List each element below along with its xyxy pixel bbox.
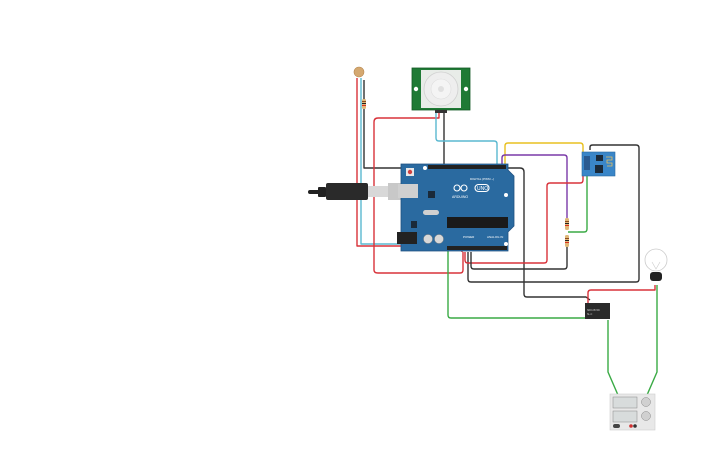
photoresistor-head bbox=[353, 66, 365, 78]
power-jack bbox=[397, 232, 417, 244]
psu-display-1 bbox=[612, 396, 638, 409]
wire-relay-red[interactable] bbox=[587, 285, 656, 303]
wire-pir-cyan[interactable] bbox=[435, 112, 498, 168]
power-supply[interactable] bbox=[609, 393, 656, 431]
arduino-analog-label: ANALOG IN bbox=[487, 235, 503, 239]
wire-esp-green[interactable] bbox=[568, 170, 588, 233]
esp-antenna bbox=[606, 156, 613, 167]
psu-switch[interactable] bbox=[613, 424, 620, 428]
photoresistor[interactable] bbox=[353, 66, 365, 78]
relay-label-1: SRD-05VDC bbox=[587, 310, 600, 312]
usb-port bbox=[398, 184, 418, 198]
usb-cable[interactable] bbox=[308, 183, 402, 200]
bulb-glass bbox=[644, 248, 668, 272]
psu-terminal-neg[interactable] bbox=[633, 424, 637, 428]
wire-purple[interactable] bbox=[501, 154, 568, 218]
arduino-uno[interactable]: ARDUINO UNO POWER ANALOG IN DIGITAL (PWM… bbox=[397, 163, 515, 252]
psu-terminal-pos[interactable] bbox=[629, 424, 633, 428]
bulb-base bbox=[650, 272, 662, 281]
arduino-board bbox=[400, 163, 515, 252]
arduino-model-label: UNO bbox=[477, 186, 488, 192]
wire-pir-red[interactable] bbox=[373, 112, 464, 274]
psu-knob-1[interactable] bbox=[641, 397, 651, 407]
psu-display-2 bbox=[612, 410, 638, 423]
relay-body bbox=[585, 303, 610, 319]
pir-sensor[interactable] bbox=[411, 67, 471, 113]
relay-label-2: SL-C bbox=[587, 314, 593, 316]
arduino-digital-label: DIGITAL (PWM ~) bbox=[470, 177, 494, 181]
resistor-ldr[interactable] bbox=[362, 99, 366, 109]
wire-esp-black[interactable] bbox=[467, 144, 640, 283]
resistor-2[interactable] bbox=[565, 218, 569, 230]
wires bbox=[356, 78, 658, 426]
esp8266-module[interactable] bbox=[581, 151, 616, 177]
arduino-brand-label: ARDUINO bbox=[452, 195, 468, 199]
psu-knob-2[interactable] bbox=[641, 411, 651, 421]
wire-black-top[interactable] bbox=[508, 167, 591, 301]
atmega-chip bbox=[447, 217, 508, 228]
wire-yellow[interactable] bbox=[504, 142, 584, 168]
relay[interactable]: SRD-05VDC SL-C bbox=[585, 303, 610, 319]
arduino-power-label: POWER bbox=[463, 235, 475, 239]
power-header[interactable] bbox=[447, 246, 507, 250]
wire-resistor-black[interactable] bbox=[470, 246, 568, 270]
light-bulb[interactable] bbox=[644, 248, 668, 281]
resistor-3[interactable] bbox=[565, 235, 569, 247]
arduino-logo bbox=[453, 183, 490, 193]
wire-esp-red[interactable] bbox=[464, 170, 584, 264]
digital-header[interactable] bbox=[428, 165, 506, 169]
wire-green-relay[interactable] bbox=[447, 168, 586, 319]
